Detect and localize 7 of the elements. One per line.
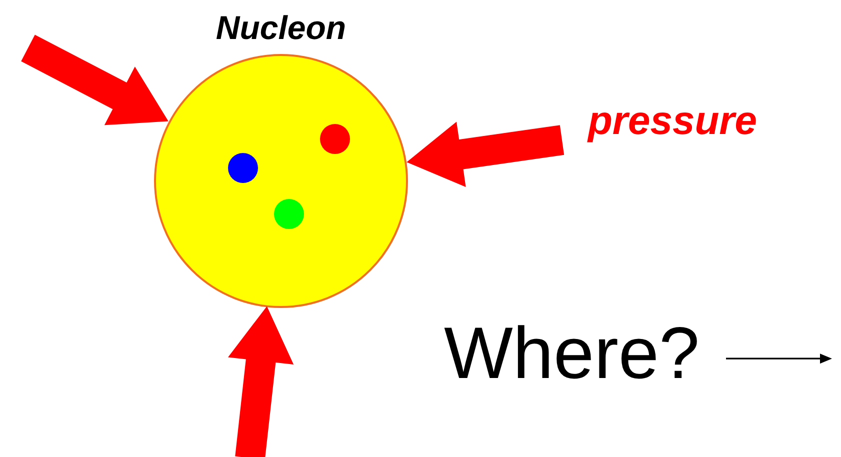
nucleon-heading: Nucleon — [214, 8, 348, 48]
pressure-arrow — [21, 34, 168, 126]
question-text: Where? — [444, 314, 700, 394]
pressure-label: pressure — [588, 98, 757, 145]
pressure-arrow — [406, 122, 564, 187]
pressure-arrow — [228, 306, 294, 457]
arrow — [726, 354, 832, 364]
